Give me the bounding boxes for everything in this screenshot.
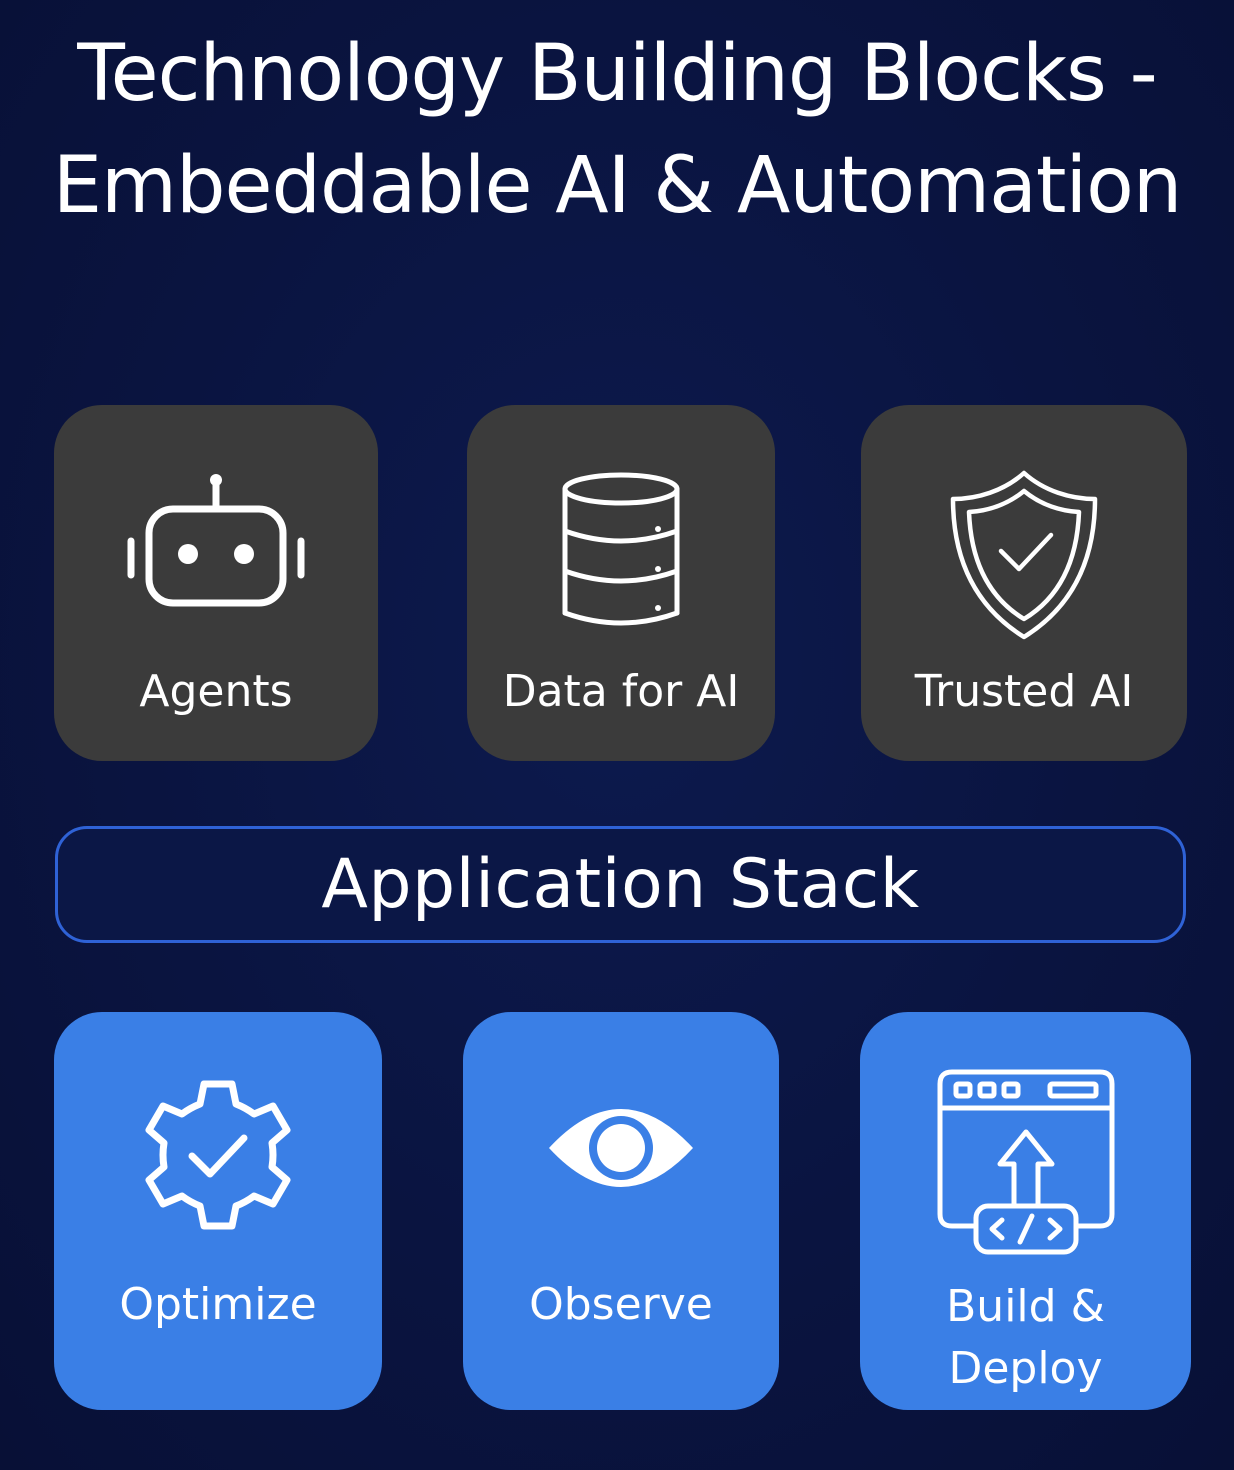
application-stack-label: Application Stack — [321, 844, 920, 924]
robot-icon — [54, 471, 378, 621]
tile-agents: Agents — [54, 405, 378, 761]
tile-build-deploy-label-line-1: Build & — [946, 1281, 1105, 1332]
tile-build-deploy: Build & Deploy — [860, 1012, 1191, 1410]
tile-agents-label: Agents — [139, 666, 293, 717]
page-title-line-1: Technology Building Blocks - — [77, 29, 1157, 119]
tile-data-for-ai-label: Data for AI — [502, 666, 740, 717]
tile-trusted-ai: Trusted AI — [861, 405, 1187, 761]
tile-data-for-ai: Data for AI — [467, 405, 775, 761]
browser-code-deploy-icon — [860, 1068, 1191, 1258]
tile-observe: Observe — [463, 1012, 779, 1410]
application-stack-bar: Application Stack — [55, 826, 1186, 943]
tile-optimize: Optimize — [54, 1012, 382, 1410]
eye-icon — [463, 1098, 779, 1198]
tile-optimize-label: Optimize — [119, 1279, 317, 1330]
tile-build-deploy-label-line-2: Deploy — [948, 1343, 1103, 1394]
database-icon — [467, 471, 775, 631]
page-title: Technology Building Blocks - Embeddable … — [0, 18, 1234, 242]
gear-check-icon — [54, 1076, 382, 1234]
page-title-line-2: Embeddable AI & Automation — [52, 141, 1183, 231]
tile-trusted-ai-label: Trusted AI — [914, 666, 1134, 717]
tile-build-deploy-label: Build & Deploy — [860, 1276, 1191, 1400]
tile-observe-label: Observe — [529, 1279, 713, 1330]
shield-check-icon — [861, 469, 1187, 641]
